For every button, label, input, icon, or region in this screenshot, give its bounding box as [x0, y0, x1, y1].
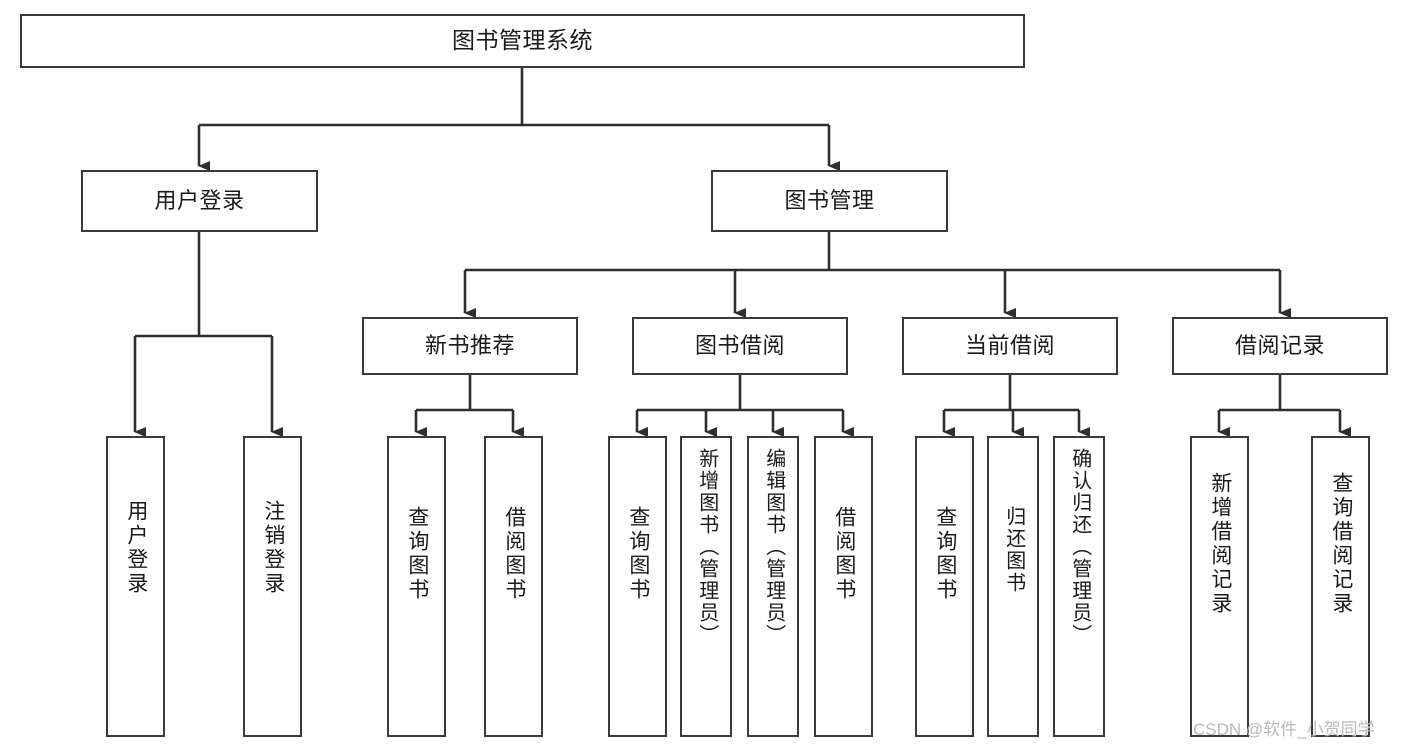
node-label-leaf-query-book-rec: 查询图书 [405, 506, 429, 602]
node-current-borrow[interactable]: 当前借阅 [902, 317, 1118, 375]
node-label-leaf-add-book: 新增图书（管理员） [695, 448, 718, 646]
node-leaf-return-book[interactable]: 归还图书 [987, 436, 1039, 737]
node-label-leaf-logout: 注销登录 [261, 500, 285, 596]
node-user-login[interactable]: 用户登录 [81, 170, 318, 232]
node-label-root: 图书管理系统 [452, 27, 593, 54]
node-label-leaf-confirm-return: 确认归还（管理员） [1068, 448, 1091, 646]
node-label-leaf-query-book-borrow: 查询图书 [626, 506, 650, 602]
node-label-leaf-edit-book: 编辑图书（管理员） [762, 448, 785, 646]
node-label-new-book-rec: 新书推荐 [424, 332, 515, 358]
node-new-book-rec[interactable]: 新书推荐 [362, 317, 578, 375]
node-label-leaf-user-login: 用户登录 [124, 500, 148, 596]
node-leaf-query-book-rec[interactable]: 查询图书 [387, 436, 446, 737]
node-book-borrow[interactable]: 图书借阅 [632, 317, 848, 375]
node-label-book-manage: 图书管理 [784, 187, 875, 213]
node-label-book-borrow: 图书借阅 [694, 332, 785, 358]
node-leaf-query-book-cur[interactable]: 查询图书 [915, 436, 974, 737]
node-leaf-edit-book[interactable]: 编辑图书（管理员） [747, 436, 799, 737]
node-label-leaf-borrow-book-rec: 借阅图书 [502, 506, 526, 602]
node-book-manage[interactable]: 图书管理 [711, 170, 948, 232]
node-borrow-record[interactable]: 借阅记录 [1172, 317, 1388, 375]
node-label-current-borrow: 当前借阅 [964, 332, 1055, 358]
node-label-leaf-return-book: 归还图书 [1002, 506, 1025, 594]
node-root-system[interactable]: 图书管理系统 [20, 14, 1025, 68]
node-leaf-confirm-return[interactable]: 确认归还（管理员） [1053, 436, 1105, 737]
node-leaf-add-record[interactable]: 新增借阅记录 [1190, 436, 1249, 737]
node-leaf-user-login[interactable]: 用户登录 [106, 436, 165, 737]
node-leaf-borrow-book[interactable]: 借阅图书 [814, 436, 873, 737]
node-leaf-query-record[interactable]: 查询借阅记录 [1311, 436, 1370, 737]
node-label-leaf-add-record: 新增借阅记录 [1208, 472, 1232, 616]
node-leaf-add-book[interactable]: 新增图书（管理员） [680, 436, 732, 737]
node-label-user-login: 用户登录 [154, 187, 245, 213]
node-leaf-logout[interactable]: 注销登录 [243, 436, 302, 737]
node-leaf-borrow-book-rec[interactable]: 借阅图书 [484, 436, 543, 737]
node-label-borrow-record: 借阅记录 [1234, 332, 1325, 358]
node-leaf-query-book-borrow[interactable]: 查询图书 [608, 436, 667, 737]
node-label-leaf-query-record: 查询借阅记录 [1329, 472, 1353, 616]
node-label-leaf-borrow-book: 借阅图书 [832, 506, 856, 602]
node-label-leaf-query-book-cur: 查询图书 [933, 506, 957, 602]
